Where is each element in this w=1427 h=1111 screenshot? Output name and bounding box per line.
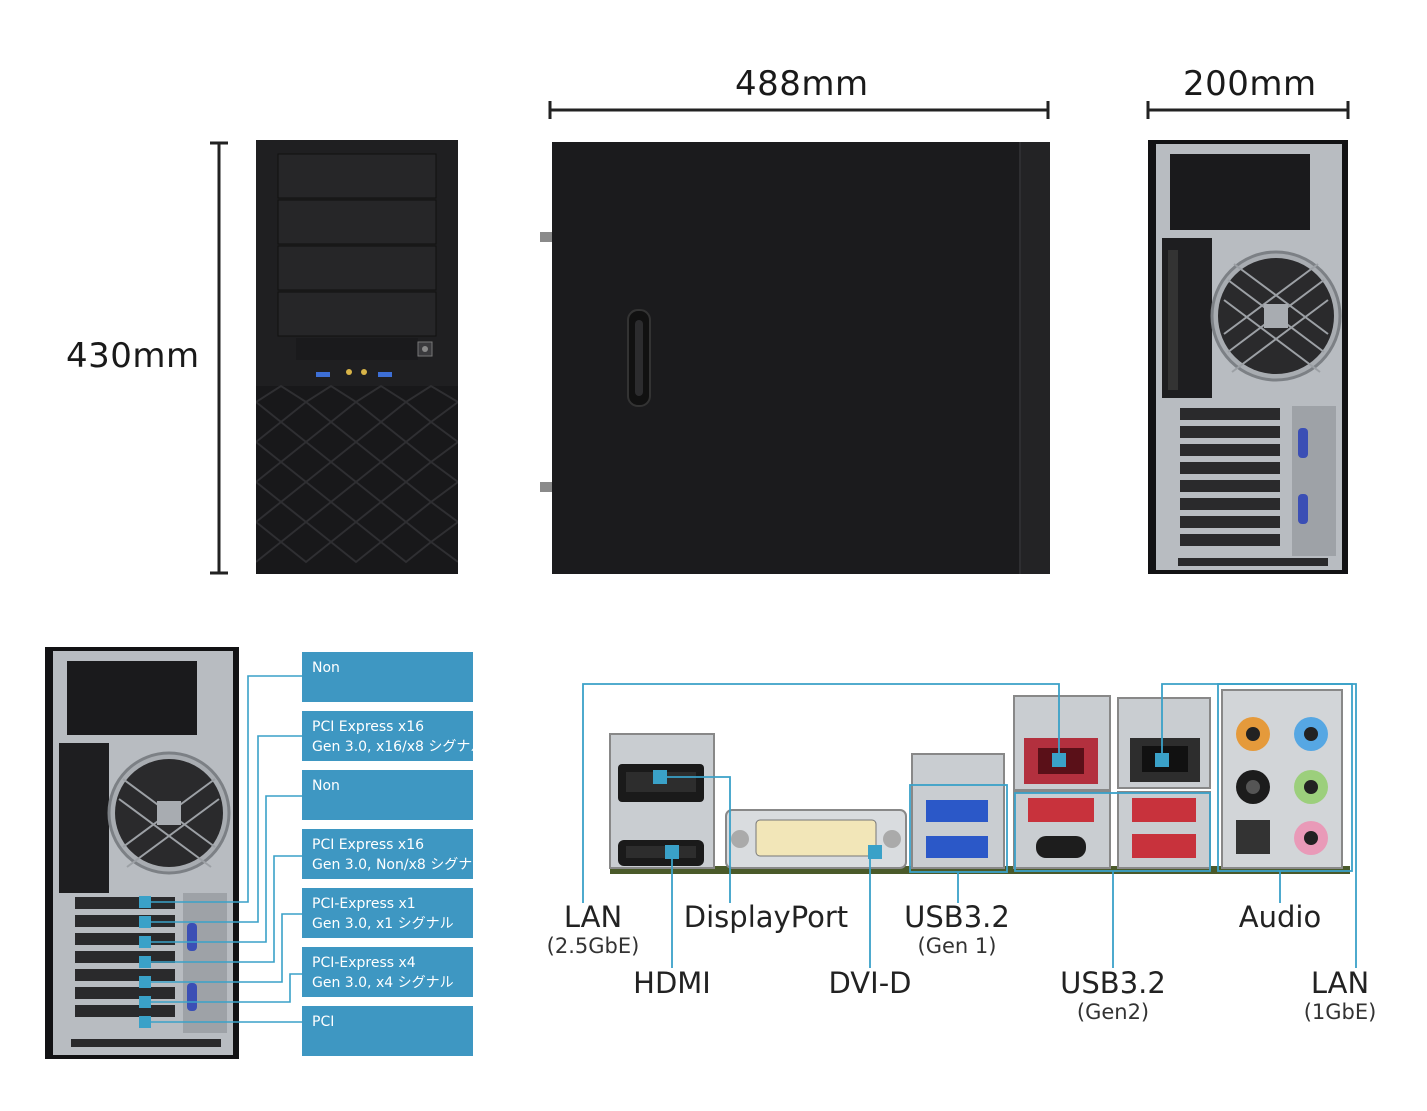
case-side-view bbox=[540, 142, 1050, 574]
port-label-hdmi: HDMI bbox=[633, 966, 711, 1000]
io-connector-lines bbox=[582, 683, 1357, 968]
case-rear-view bbox=[1148, 140, 1348, 574]
height-dimension-label: 430mm bbox=[66, 336, 200, 376]
case-front-view bbox=[256, 140, 458, 574]
port-sub-usb-gen2: (Gen2) bbox=[1076, 1000, 1150, 1024]
port-sub-lan-1g: (1GbE) bbox=[1303, 1000, 1377, 1024]
port-sub-usb-gen1: (Gen 1) bbox=[917, 934, 997, 958]
port-sub-lan-2-5g: (2.5GbE) bbox=[546, 934, 640, 958]
port-label-lan-1g: LAN bbox=[1310, 966, 1370, 1000]
slot-label-3: Non bbox=[302, 770, 473, 820]
port-label-lan-2-5g: LAN bbox=[563, 900, 623, 934]
io-panel-illustration bbox=[609, 689, 1350, 874]
dimension-lines bbox=[210, 101, 1350, 575]
port-label-dvi: DVI-D bbox=[828, 966, 912, 1000]
port-label-usb-gen2: USB3.2 bbox=[1060, 966, 1166, 1000]
width-dimension-label: 200mm bbox=[1183, 64, 1317, 104]
port-label-displayport: DisplayPort bbox=[683, 900, 849, 934]
slot-label-1: Non bbox=[302, 652, 473, 702]
port-label-usb-gen1: USB3.2 bbox=[904, 900, 1010, 934]
slot-label-7: PCI bbox=[302, 1006, 473, 1056]
depth-dimension-label: 488mm bbox=[735, 64, 869, 104]
slot-connector-lines bbox=[139, 675, 302, 1028]
port-label-audio: Audio bbox=[1238, 900, 1322, 934]
